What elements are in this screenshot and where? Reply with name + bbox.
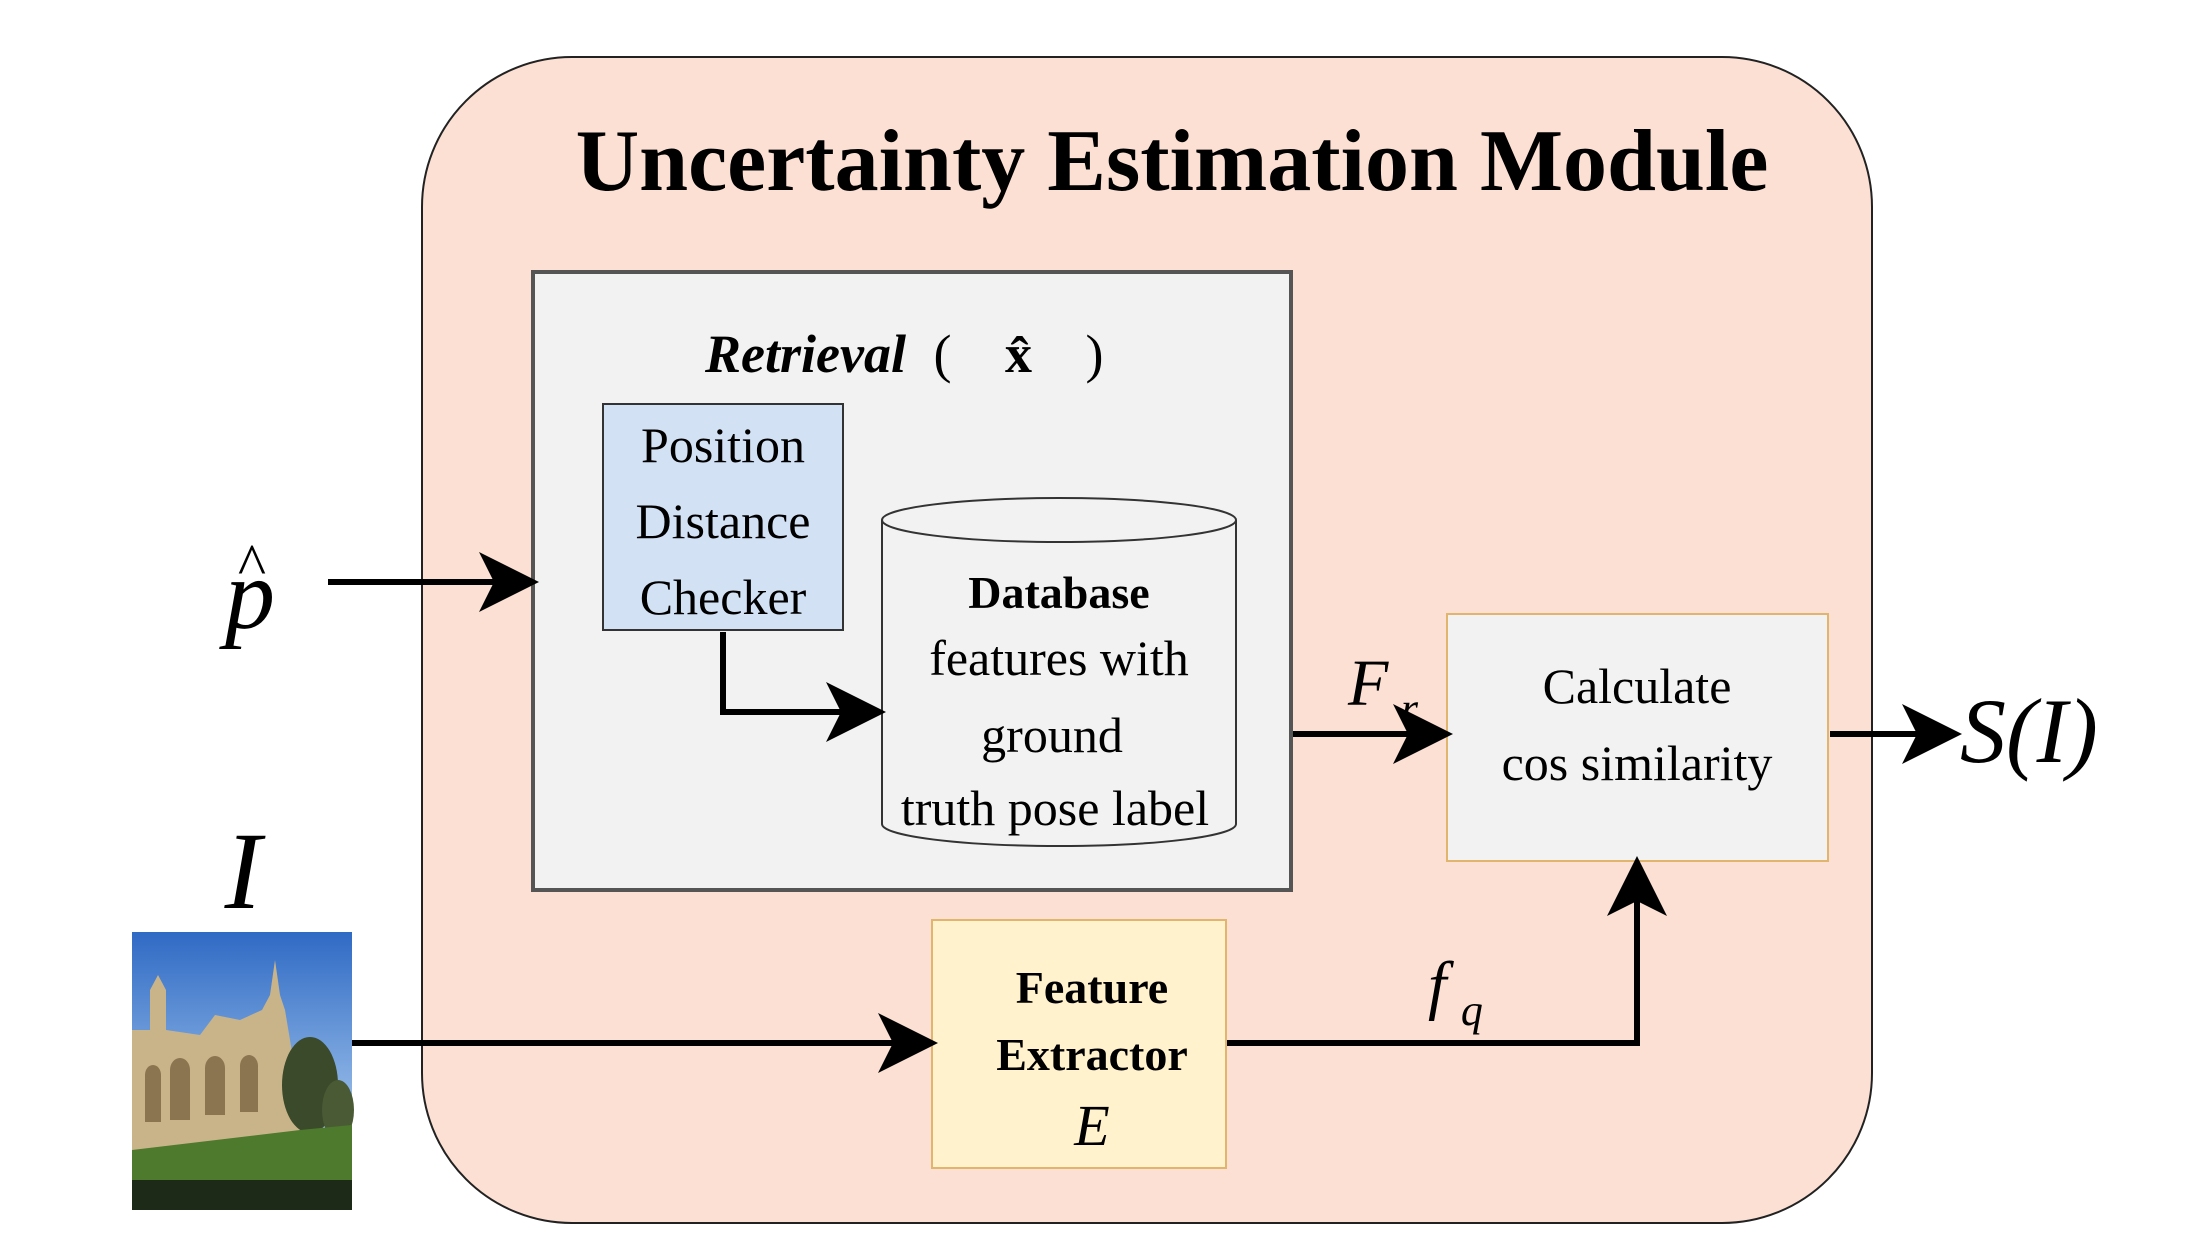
feature-extractor-line-1: Feature xyxy=(1016,962,1168,1013)
retrieval-label-italic: Retrieval xyxy=(704,324,906,384)
feature-extractor-box xyxy=(931,919,1227,1169)
retrieval-symbol: x̂ xyxy=(1005,324,1032,384)
query-feature-label: f q xyxy=(1428,949,1483,1035)
query-feature-sub: q xyxy=(1461,986,1483,1035)
cos-similarity-box xyxy=(1446,613,1829,862)
position-checker-line-1: Position xyxy=(641,417,805,473)
cos-similarity-line-2: cos similarity xyxy=(1502,735,1773,791)
image-symbol: I xyxy=(224,810,266,932)
position-checker-line-2: Distance xyxy=(636,493,811,549)
query-image xyxy=(132,932,354,1210)
position-checker-line-3: Checker xyxy=(640,569,807,625)
database-line-1: features with xyxy=(929,630,1189,686)
feature-extractor-line-2: Extractor xyxy=(996,1029,1188,1080)
output-symbol: S(I) xyxy=(1960,680,2098,782)
retrieved-feature-label: F r xyxy=(1347,647,1419,733)
module-title: Uncertainty Estimation Module xyxy=(576,113,1769,210)
database-title: Database xyxy=(968,567,1149,618)
cos-similarity-line-1: Calculate xyxy=(1543,658,1732,714)
pose-symbol-hat: ^ xyxy=(238,532,266,598)
database-line-2: ground xyxy=(981,707,1123,763)
checker-to-database-arrow xyxy=(720,632,886,742)
retrieval-paren-open: ( xyxy=(933,324,951,384)
query-feature-base: f xyxy=(1428,949,1454,1022)
pose-estimate-symbol: ^ p xyxy=(219,532,275,650)
query-feature-arrow xyxy=(1227,856,1667,1046)
feature-extractor-symbol: E xyxy=(1073,1093,1109,1158)
retrieved-feature-sub: r xyxy=(1401,684,1419,733)
database-cylinder xyxy=(881,497,1237,847)
database-line-3: truth pose label xyxy=(901,780,1209,836)
position-distance-checker-box xyxy=(602,403,844,631)
pose-symbol-base: p xyxy=(219,539,275,650)
retrieved-feature-base: F xyxy=(1347,647,1389,720)
retrieval-label: Retrieval ( x̂ ) xyxy=(704,324,1103,384)
retrieval-paren-close: ) xyxy=(1085,324,1103,384)
